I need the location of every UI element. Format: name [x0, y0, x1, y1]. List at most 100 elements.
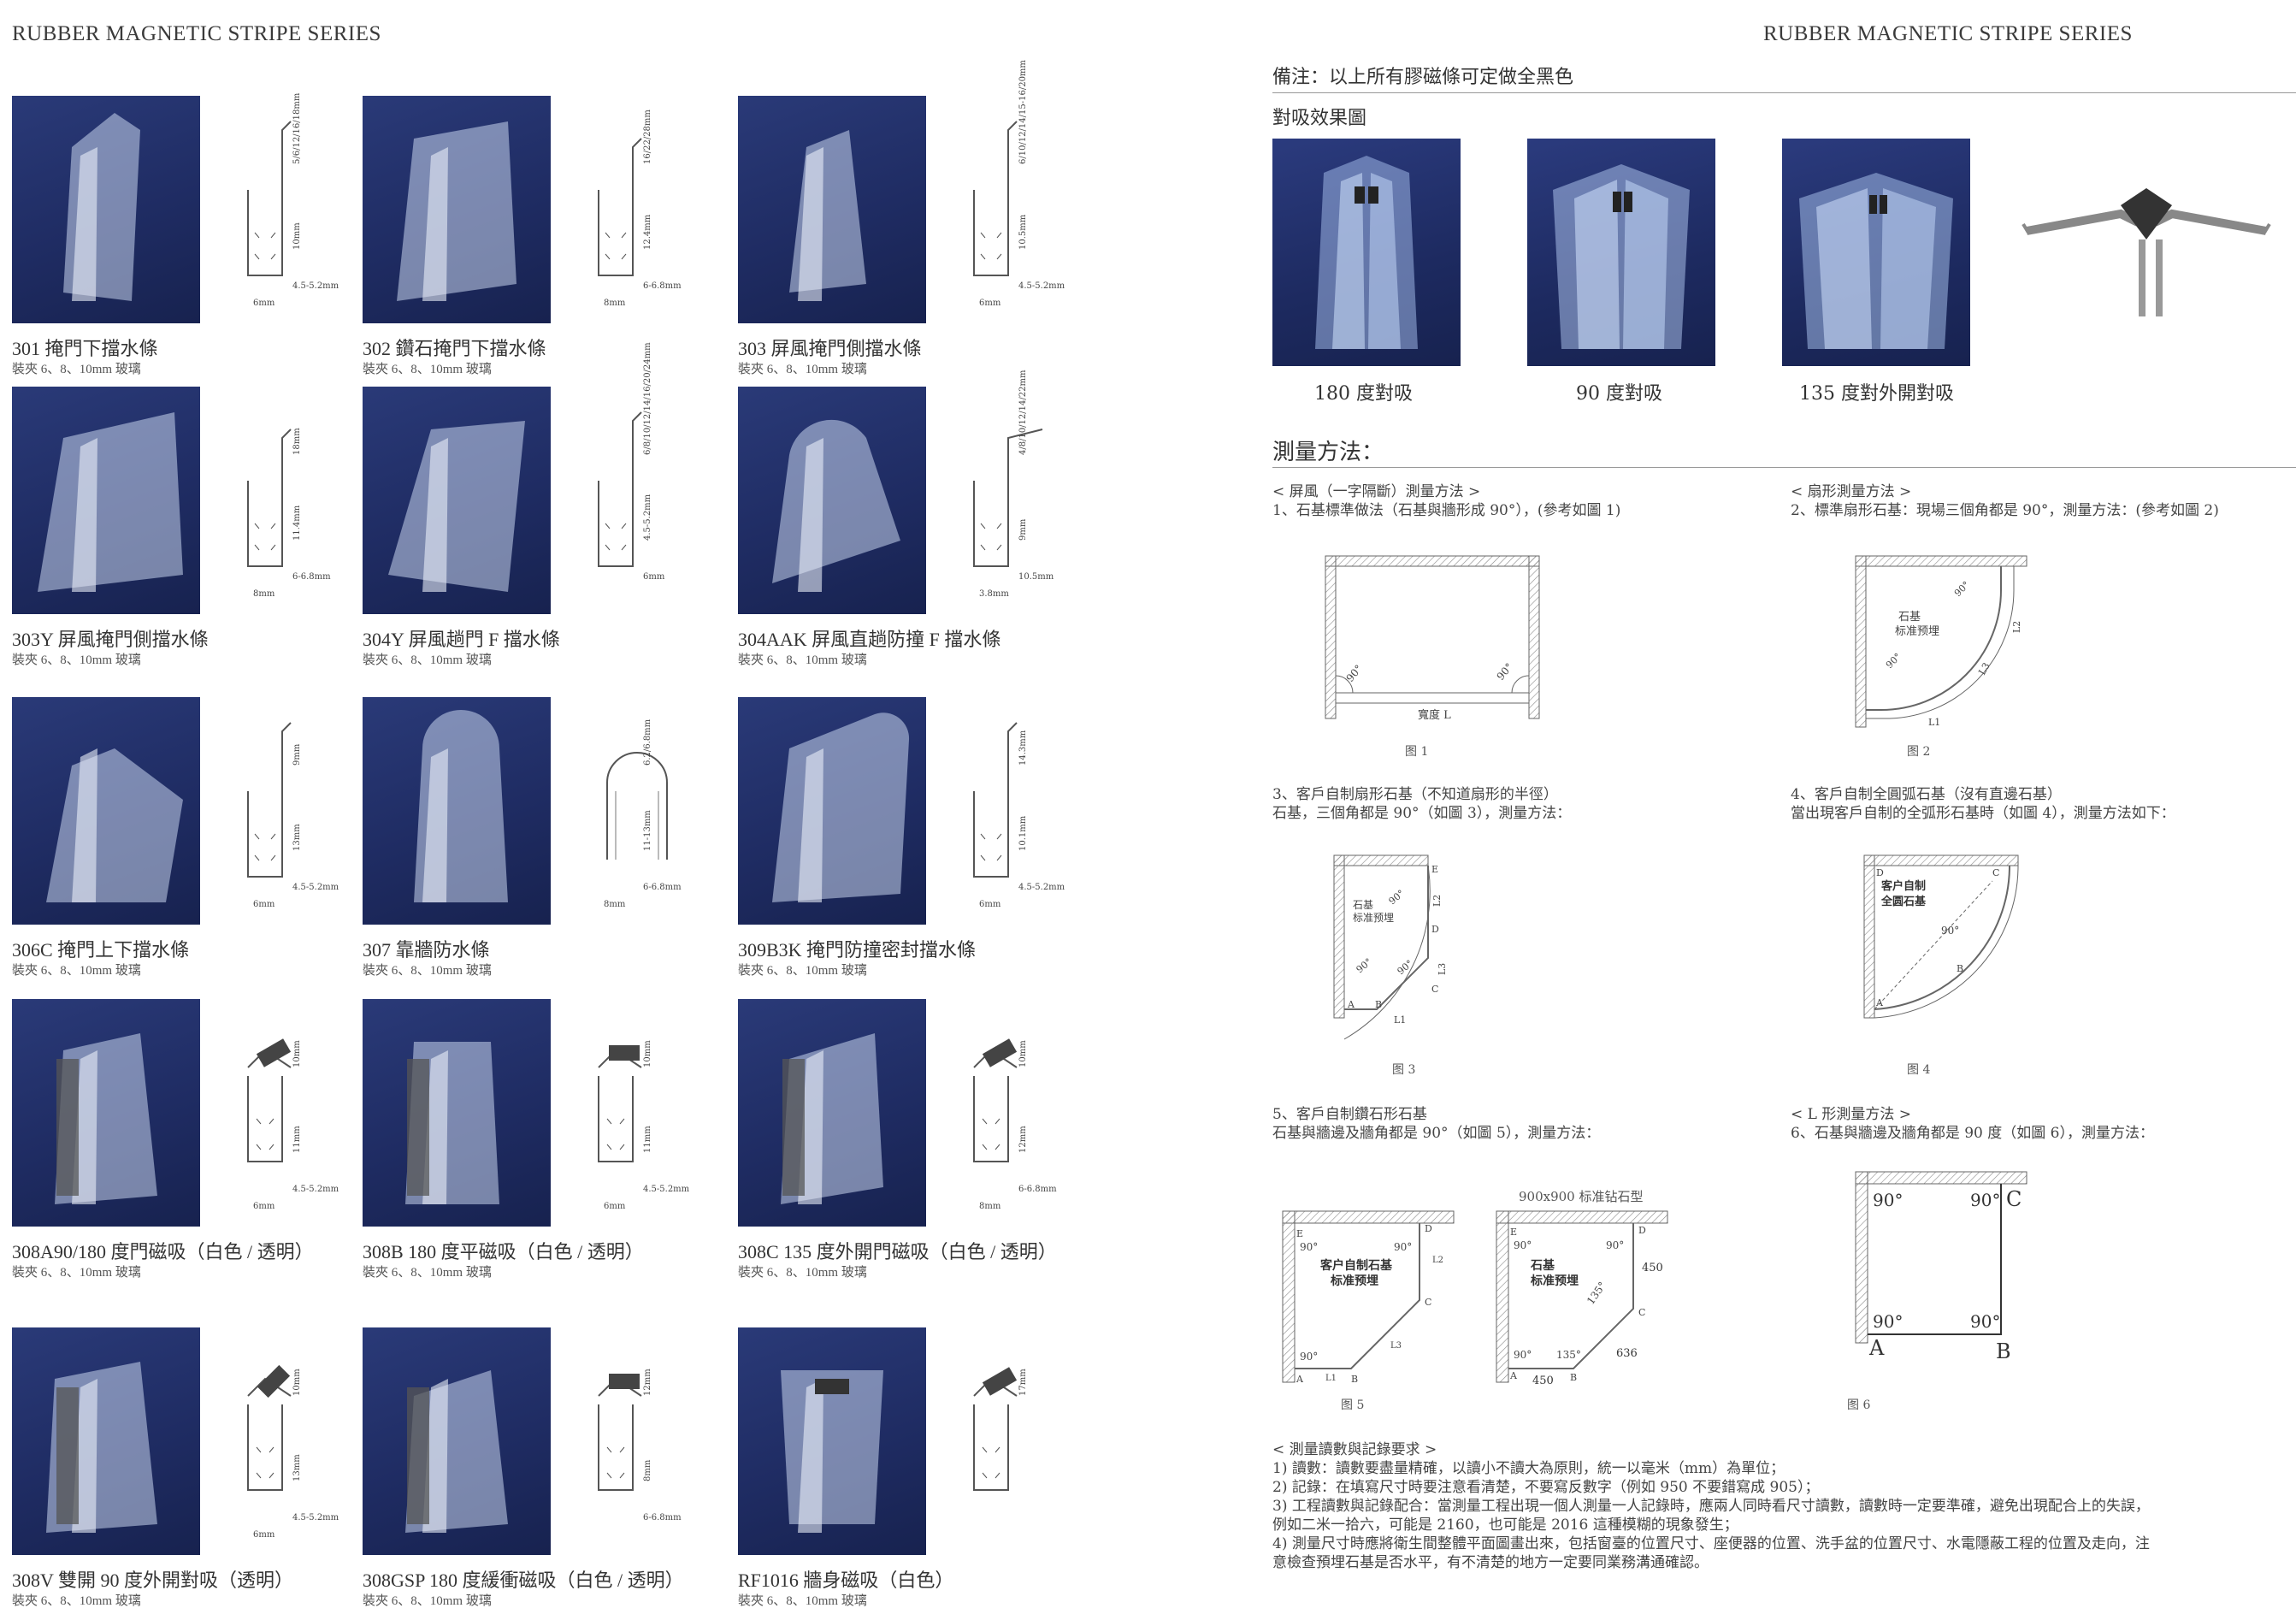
product-name: 303 屏風掩門側擋水條 — [738, 338, 922, 359]
dimension-label: 11.4mm — [292, 505, 302, 541]
effect-caption-180: 180 度對吸 — [1314, 383, 1413, 405]
dimension-label: 17mm — [1018, 1369, 1028, 1396]
dimension-label: 4/8/10/12/14/22mm — [1018, 370, 1028, 455]
dimension-label: 6mm — [253, 900, 275, 909]
product-glass-spec: 裝夾 6、8、10mm 玻璃 — [738, 1594, 867, 1608]
dimension-label: 12mm — [643, 1369, 652, 1396]
dimension-label: 9mm — [1018, 518, 1028, 541]
figure-2-caption: 图 2 — [1907, 745, 1931, 759]
method-1-heading: < 屏風（一字隔斷）測量方法 > — [1272, 483, 1481, 500]
right-page: RUBBER MAGNETIC STRIPE SERIES 備注：以上所有膠磁條… — [1231, 0, 2296, 1620]
product-photo — [12, 999, 200, 1227]
product-glass-spec: 裝夾 6、8、10mm 玻璃 — [12, 1594, 141, 1608]
dimension-label: 4.5-5.2mm — [643, 1185, 690, 1194]
point-label: B — [1570, 1372, 1577, 1383]
product-photo — [363, 96, 551, 323]
angle-label: 90° — [1970, 1190, 2000, 1210]
dimension-label: 10mm — [292, 1369, 302, 1396]
figure-6-drawing: 90° 90° 90° 90° A B C — [1855, 1171, 2027, 1363]
black-color-note: 備注：以上所有膠磁條可定做全黑色 — [1272, 67, 1574, 88]
product-photo — [12, 697, 200, 925]
effect-photo-90 — [1527, 139, 1715, 366]
product-name: 308V 雙開 90 度外開對吸（透明） — [12, 1570, 293, 1591]
product-name: 308B 180 度平磁吸（白色 / 透明） — [363, 1241, 644, 1262]
dimension-label: L2 — [1431, 895, 1443, 907]
dimension-label: 4.5-5.2mm — [1018, 281, 1065, 291]
method-5-text: 石基與牆邊及牆角都是 90°（如圖 5），測量方法： — [1272, 1125, 1601, 1142]
product-photo — [738, 1327, 926, 1555]
point-label: E — [1296, 1228, 1303, 1239]
point-label: B — [1996, 1339, 2011, 1363]
figure-4-drawing: 客户自制 全圆石基 90° A B C D — [1863, 854, 2019, 1019]
product-name: 304Y 屏風趟門 F 擋水條 — [363, 629, 560, 650]
product-photo — [738, 387, 926, 614]
dimension-label: 6-6.8mm — [643, 1513, 682, 1522]
method-5-heading: 5、客戶自制鑽石形石基 — [1272, 1106, 1427, 1123]
method-6-heading: < L 形測量方法 > — [1791, 1106, 1911, 1123]
angle-label: 135° — [1556, 1349, 1581, 1361]
angle-label: 90° — [1514, 1239, 1532, 1251]
dimension-label: 11-13mm — [643, 810, 652, 851]
product-profile-drawing: 17mm — [940, 1345, 1094, 1550]
note-3: 3) 工程讀數與記錄配合：當測量工程出現一個人測量一人記錄時，應兩人同時看尺寸讀… — [1272, 1498, 2150, 1515]
dimension-label: L2 — [2011, 621, 2022, 633]
product-glass-spec: 裝夾 6、8、10mm 玻璃 — [12, 1266, 141, 1280]
point-label: D — [1638, 1225, 1646, 1236]
base-label: 石基 — [1353, 899, 1373, 911]
product-glass-spec: 裝夾 6、8、10mm 玻璃 — [738, 964, 867, 978]
product-name: 307 靠牆防水條 — [363, 939, 490, 961]
point-label: C — [1638, 1307, 1645, 1318]
dimension-label: 6mm — [253, 1202, 275, 1211]
dimension-label: L3 — [1390, 1341, 1402, 1351]
product-photo — [12, 387, 200, 614]
method-2-heading: < 扇形測量方法 > — [1791, 483, 1912, 500]
product-glass-spec: 裝夾 6、8、10mm 玻璃 — [363, 1266, 492, 1280]
dimension-label: 8mm — [643, 1459, 652, 1481]
dimension-label: 10mm — [292, 1040, 302, 1067]
product-name: 303Y 屏風掩門側擋水條 — [12, 629, 209, 650]
measurement-notes: < 測量讀數與記錄要求 > 1) 讀數：讀數要盡量精確，以讀小不讀大為原則，統一… — [1272, 1440, 2281, 1572]
custom-base-label: 客户自制 — [1881, 879, 1926, 893]
product-glass-spec: 裝夾 6、8、10mm 玻璃 — [363, 1594, 492, 1608]
product-profile-drawing: 12mm 8mm 6-6.8mm — [564, 1345, 718, 1550]
magnet-cross-section-drawing — [2018, 171, 2275, 325]
point-label: A — [1509, 1370, 1518, 1381]
point-label: C — [1425, 1297, 1431, 1308]
figure-5-drawing: 客户自制石基 标准预埋 90° 90° 90° A B C D E L1 L2 … — [1282, 1210, 1455, 1385]
point-label: B — [1957, 963, 1963, 974]
dimension-label: 6/10/12/14/15-16/20mm — [1018, 60, 1028, 164]
dimension-label: 13mm — [292, 824, 302, 851]
product-name: 308C 135 度外開門磁吸（白色 / 透明） — [738, 1241, 1057, 1262]
angle-label: 90° — [1606, 1239, 1624, 1251]
point-label: B — [1351, 1374, 1358, 1385]
product-name: RF1016 牆身磁吸（白色） — [738, 1570, 954, 1591]
angle-label: 90° — [1394, 1241, 1412, 1253]
angle-label: 90° — [1355, 956, 1374, 975]
dimension-label: 6mm — [253, 299, 275, 308]
point-label: D — [1876, 867, 1884, 878]
diamond-standard-title: 900x900 标准钻石型 — [1519, 1189, 1644, 1204]
product-glass-spec: 裝夾 6、8、10mm 玻璃 — [738, 1266, 867, 1280]
figure-5-caption: 图 5 — [1341, 1398, 1365, 1412]
point-label: A — [1347, 999, 1355, 1010]
product-photo — [738, 999, 926, 1227]
dimension-label: 10mm — [1018, 1040, 1028, 1067]
note-1: 1) 讀數：讀數要盡量精確，以讀小不讀大為原則，統一以毫米（mm）為單位； — [1272, 1460, 1785, 1477]
dimension-label: 6-6.8mm — [643, 883, 682, 892]
embed-label: 标准预埋 — [1353, 912, 1394, 924]
dimension-label: 450 — [1642, 1262, 1663, 1274]
dimension-label: 6mm — [253, 1530, 275, 1540]
dimension-label: 6-6.8mm — [1018, 1185, 1057, 1194]
dimension-label: 6mm — [979, 900, 1001, 909]
dimension-label: 14.3mm — [1018, 730, 1028, 766]
point-label: E — [1510, 1227, 1517, 1238]
product-photo — [363, 697, 551, 925]
